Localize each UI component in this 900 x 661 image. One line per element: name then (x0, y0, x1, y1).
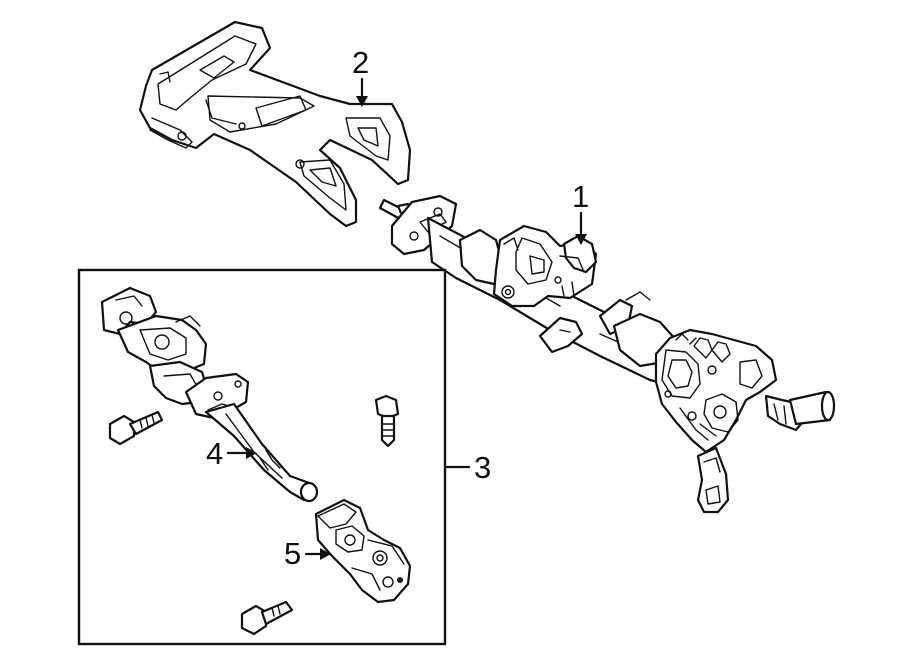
bolt-left (108, 410, 164, 446)
bolt-upright (374, 394, 400, 448)
part-2-bracket (138, 20, 412, 228)
callout-3-label: 3 (474, 450, 491, 485)
callout-1: 1 (572, 179, 589, 245)
callout-1-label: 1 (572, 179, 589, 214)
part-5-lower-coupler (314, 498, 412, 604)
callout-5-label: 5 (284, 536, 301, 571)
callout-4: 4 (206, 436, 257, 471)
bolt-bottom (240, 600, 294, 636)
callout-4-label: 4 (206, 436, 223, 471)
kit-box-3 (77, 268, 471, 646)
part-4-intermediate-shaft (100, 286, 319, 503)
callout-5: 5 (284, 536, 331, 571)
callout-2-label: 2 (352, 45, 369, 80)
part-1-steering-column (378, 194, 836, 514)
callout-2: 2 (352, 45, 369, 107)
callout-3: 3 (474, 450, 491, 485)
